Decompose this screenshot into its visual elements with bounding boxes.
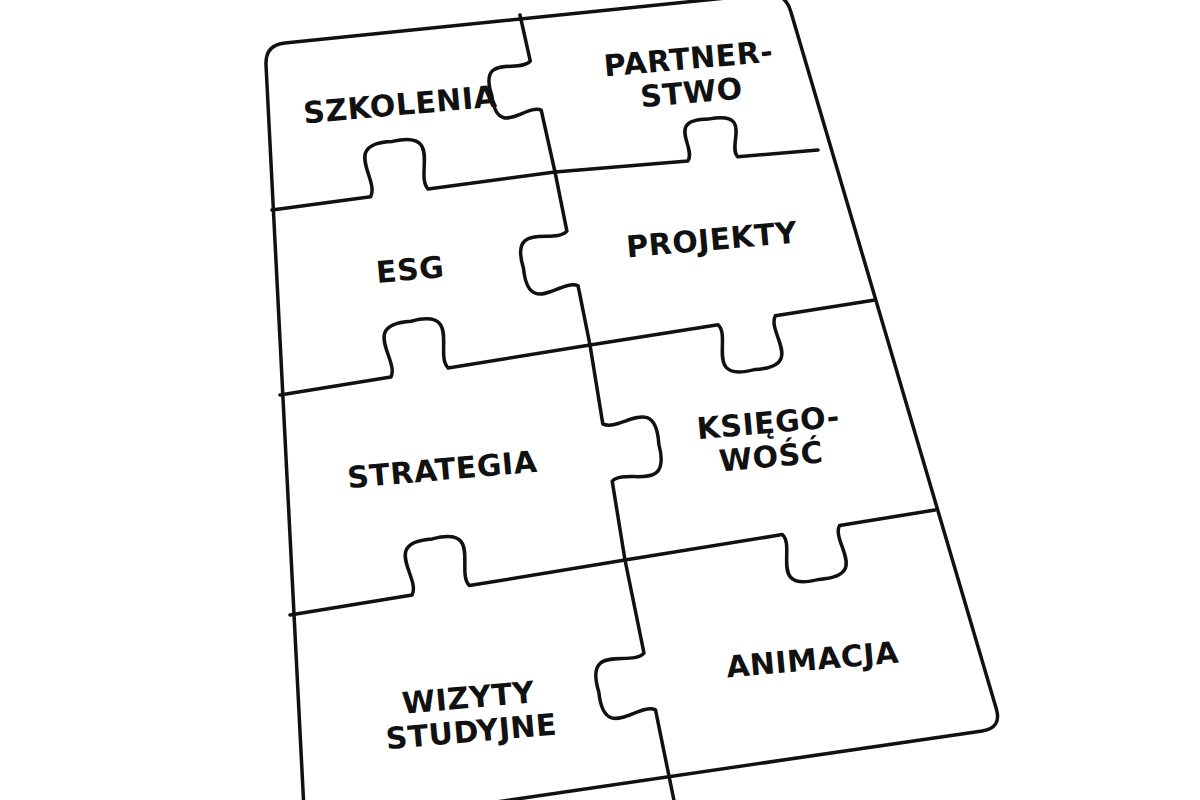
piece-label: KSIĘGO- WOŚĆ <box>696 400 844 479</box>
board-outline <box>266 0 998 800</box>
puzzle-piece: ESG <box>375 250 446 289</box>
piece-label: ESG <box>375 250 446 289</box>
piece-seam <box>280 300 875 395</box>
puzzle-piece: KSIĘGO- WOŚĆ <box>696 400 844 479</box>
piece-seam <box>290 510 935 615</box>
